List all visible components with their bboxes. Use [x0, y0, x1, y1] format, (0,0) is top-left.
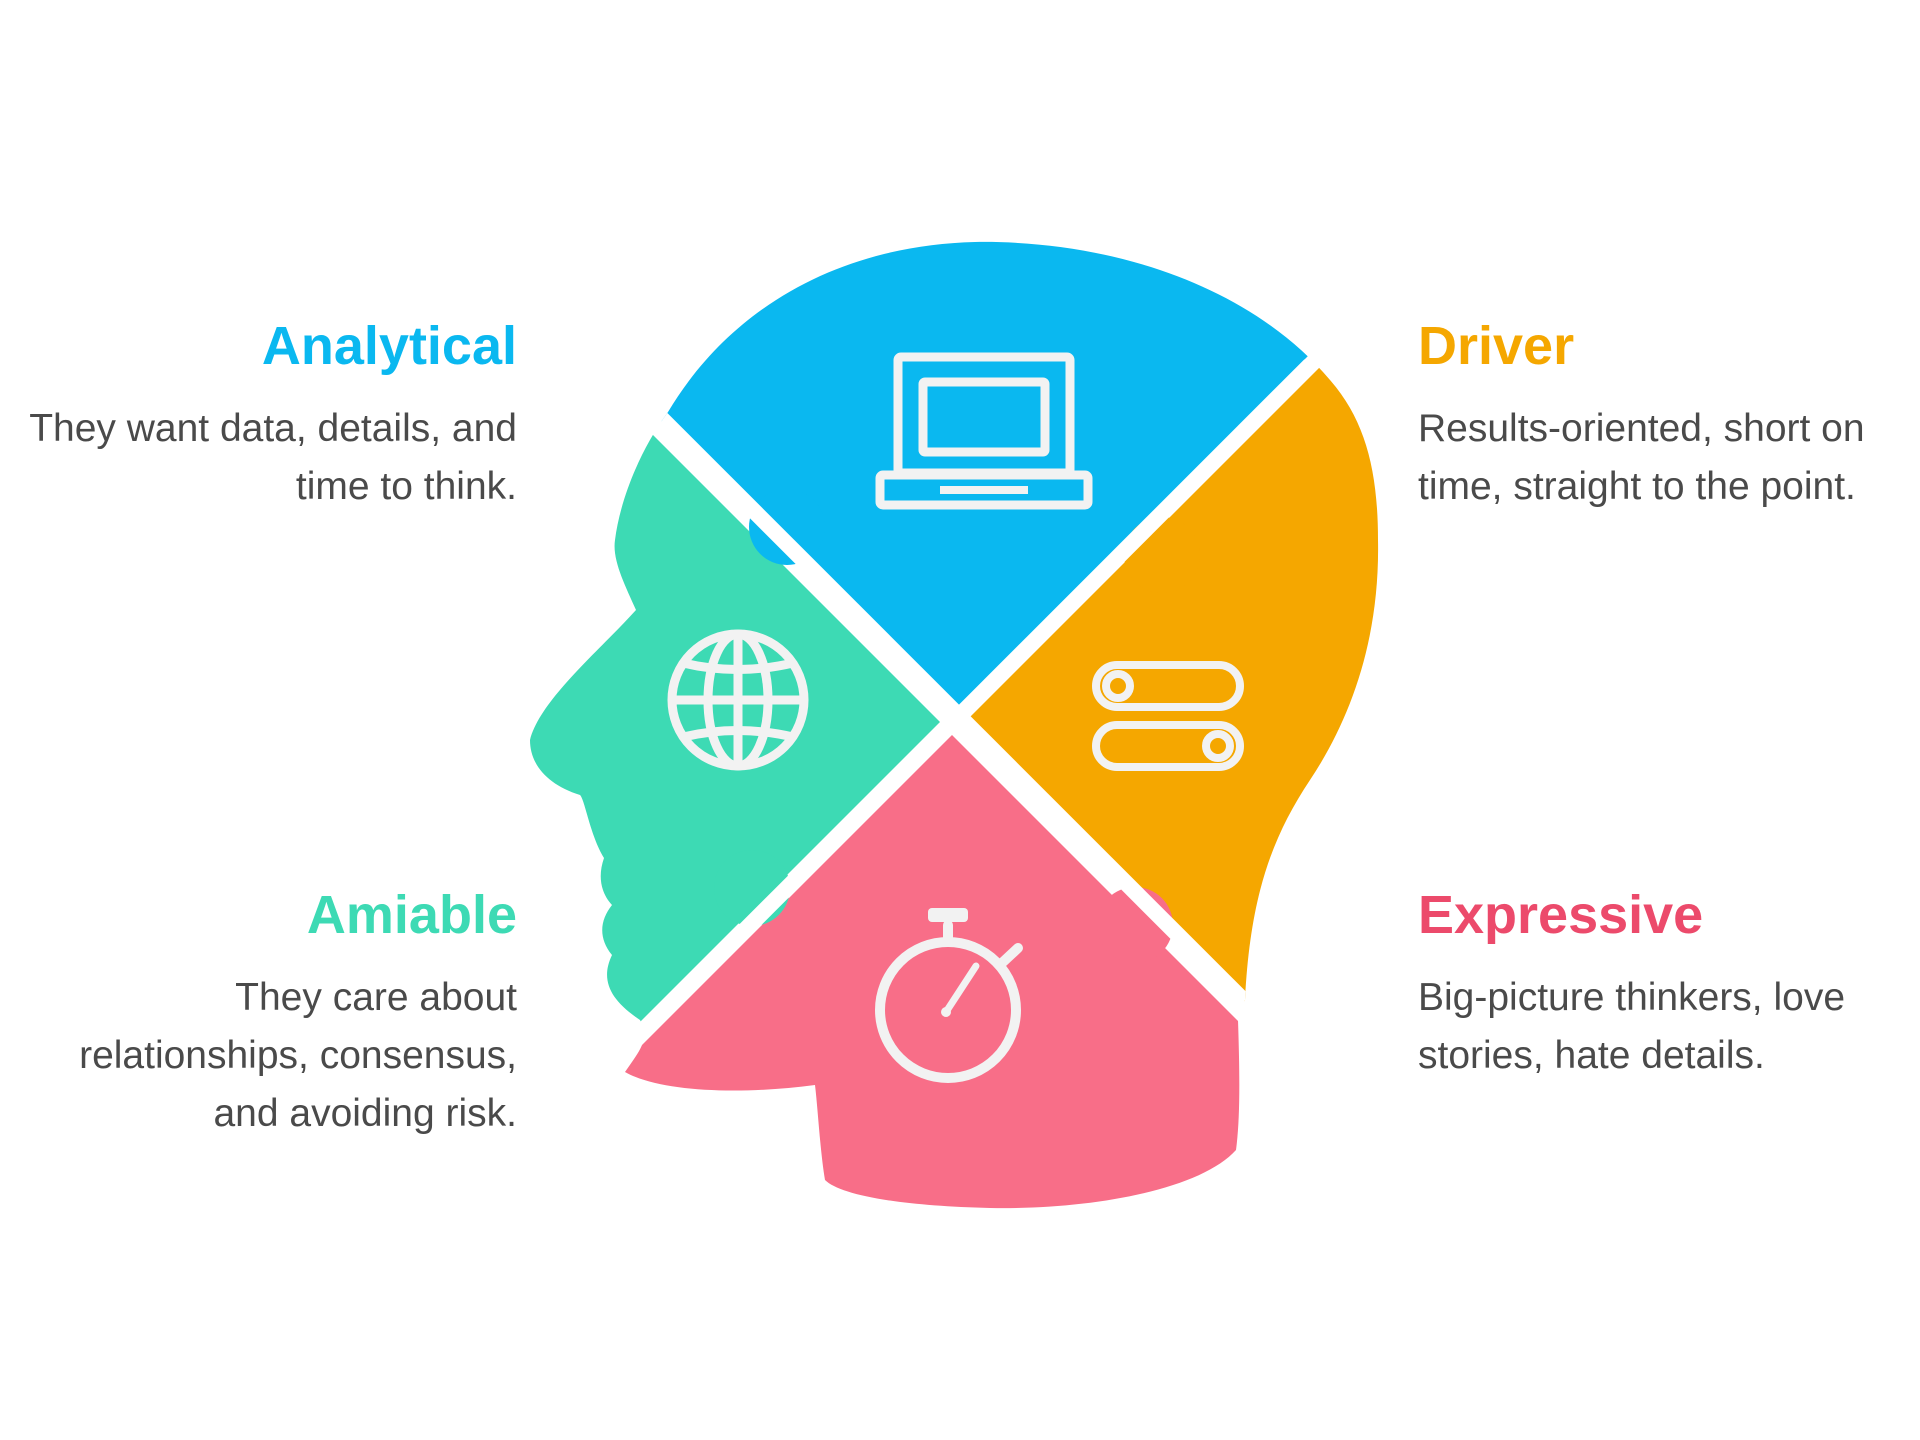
puzzle-tab-analytical [749, 489, 825, 565]
laptop-icon [875, 352, 1093, 510]
driver-quadrant [965, 241, 1379, 1209]
globe-icon [667, 629, 809, 771]
expressive-quadrant [530, 735, 1379, 1209]
head-silhouette [530, 241, 1379, 1209]
amiable-title: Amiable [306, 885, 517, 945]
amiable-text-block: Amiable They care about relationships, c… [17, 883, 517, 1143]
expressive-description: Big-picture thinkers, love stories, hate… [1418, 976, 1846, 1077]
stopwatch-icon [875, 908, 1023, 1083]
expressive-title: Expressive [1418, 885, 1704, 945]
amiable-quadrant [530, 241, 940, 1209]
analytical-text-block: Analytical They want data, details, and … [17, 314, 517, 516]
expressive-text-block: Expressive Big-picture thinkers, love st… [1418, 883, 1918, 1085]
analytical-title: Analytical [261, 316, 517, 376]
amiable-description: They care about relationships, consensus… [79, 976, 517, 1135]
driver-title: Driver [1418, 316, 1575, 376]
analytical-description: They want data, details, and time to thi… [29, 407, 517, 508]
driver-description: Results-oriented, short on time, straigh… [1418, 407, 1865, 508]
toggle-switches-icon [1092, 661, 1244, 771]
driver-text-block: Driver Results-oriented, short on time, … [1418, 314, 1918, 516]
